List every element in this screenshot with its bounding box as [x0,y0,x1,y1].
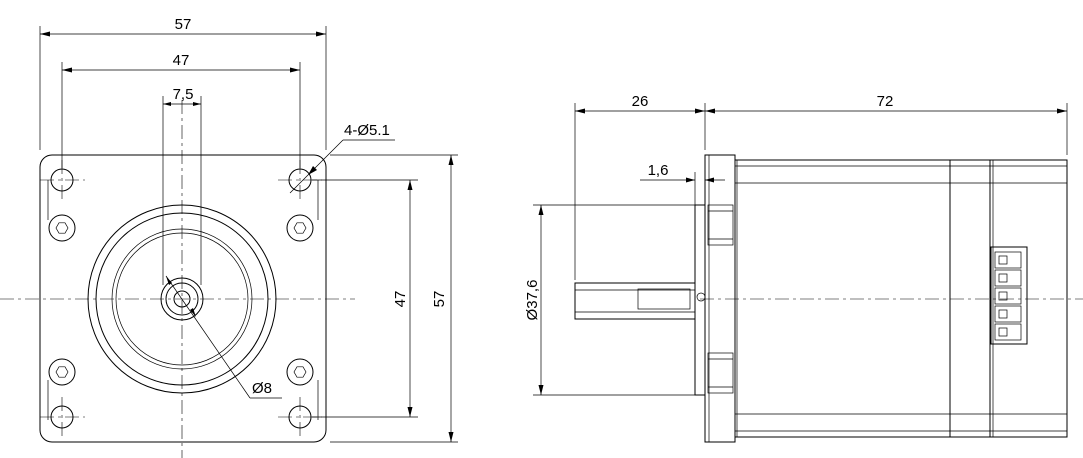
front-dim-width-label: 57 [175,16,192,33]
side-dim-body-length-label: 72 [877,93,894,110]
front-dim-shaft-diameter-label: Ø8 [252,380,272,397]
front-dim-holes-label: 4-Ø5.1 [344,122,390,139]
side-dim-shaft-length: 26 [574,93,706,280]
side-dim-flange-step: 1,6 [640,162,725,205]
side-view: 26 72 1,6 Ø37,6 [524,93,1083,443]
side-dim-shaft-length-label: 26 [632,93,649,110]
side-motor-body [734,159,1068,438]
front-dim-shaft-flat-label: 7,5 [173,86,194,103]
front-dim-shaft-leader: Ø8 [165,275,282,399]
side-flange [704,154,736,443]
front-flange-notches [47,180,319,420]
side-connector [990,246,1028,345]
front-screws [48,214,314,386]
front-dim-hole-spacing-label: 47 [173,52,190,69]
front-dim-hole-spacing: 47 [61,52,301,168]
front-dim-holes-leader: 4-Ø5.1 [289,122,395,194]
front-dim-height-holes: 47 [312,179,418,418]
side-dim-pilot-diameter: Ø37,6 [524,204,695,396]
front-view: 57 47 7,5 4-Ø5.1 [0,16,458,458]
front-dim-shaft-flat: 7,5 [162,86,202,285]
side-dim-pilot-diameter-label: Ø37,6 [524,280,541,321]
front-dim-height: 57 [330,154,458,443]
front-dim-height-label: 57 [431,291,448,308]
front-dim-width: 57 [39,16,327,150]
side-dim-body-length: 72 [705,93,1068,155]
side-shaft [574,282,706,320]
side-dim-flange-step-label: 1,6 [648,162,669,179]
front-dim-height-holes-label: 47 [392,291,409,308]
front-flange-outline [39,154,327,443]
